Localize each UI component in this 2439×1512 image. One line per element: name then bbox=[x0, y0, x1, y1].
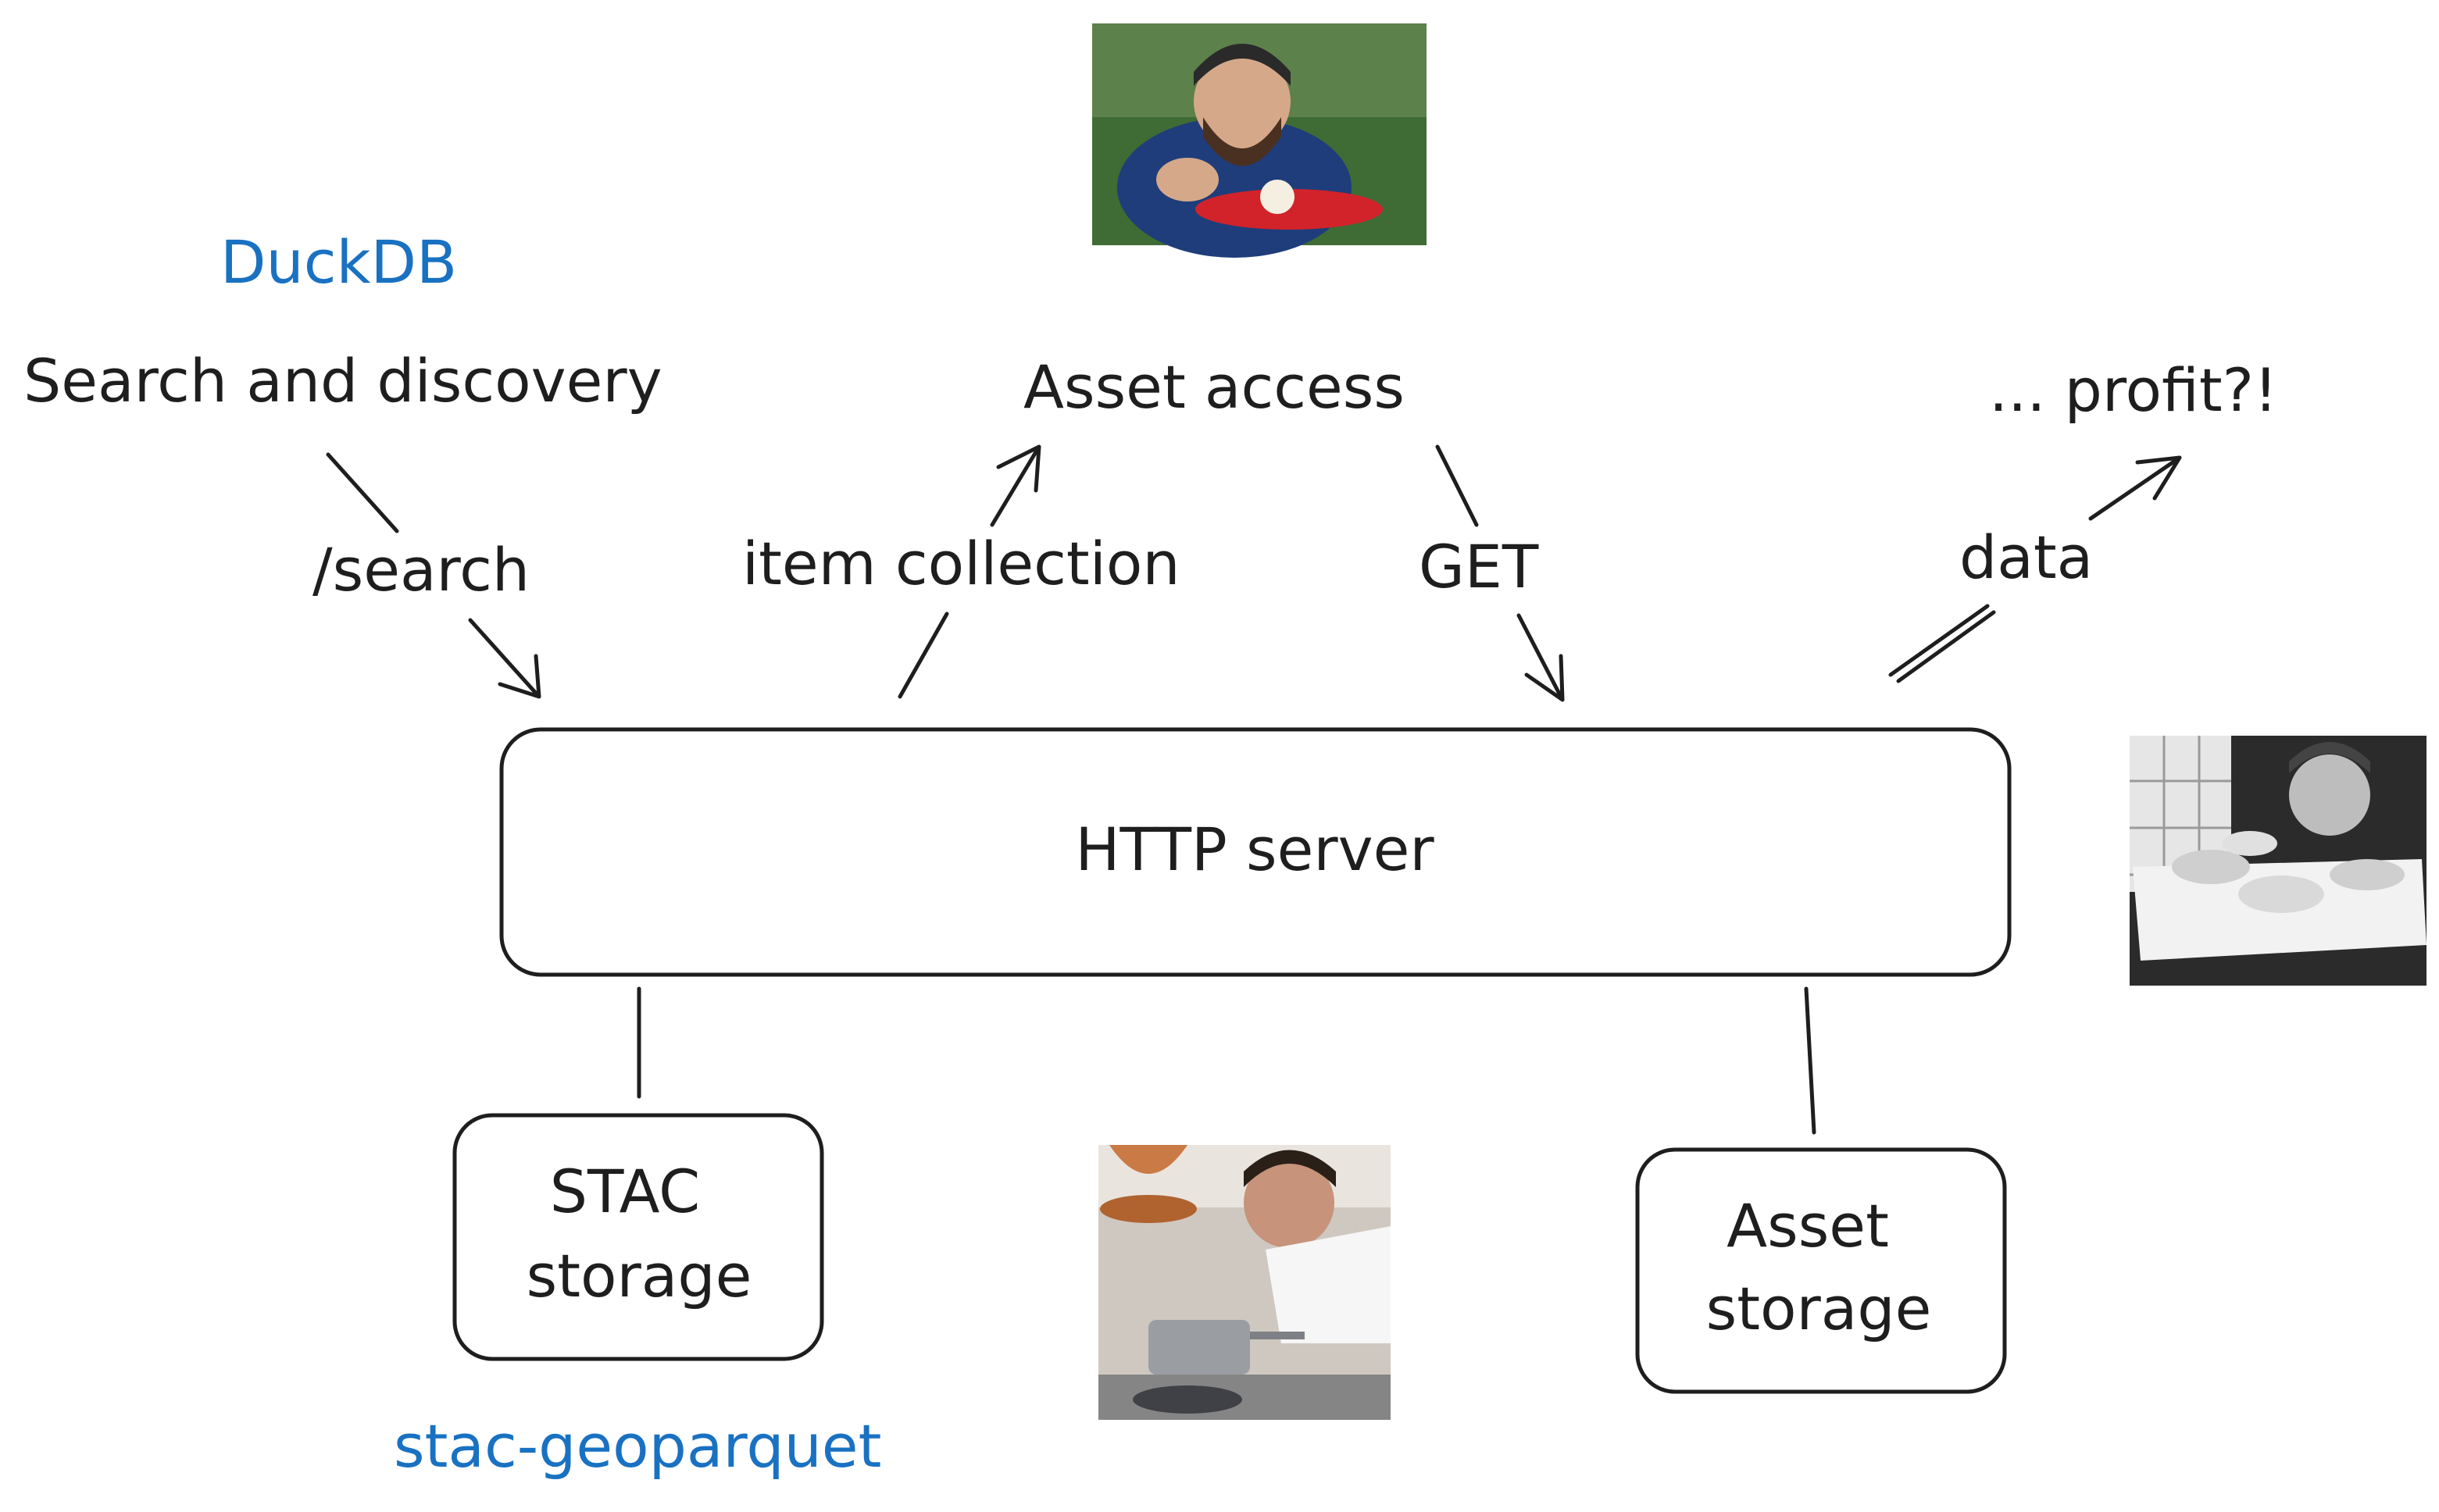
stac-storage-box bbox=[452, 1113, 824, 1361]
asset-storage-label-line2: storage bbox=[1706, 1274, 1932, 1343]
stac-storage-label-line1: STAC bbox=[550, 1157, 701, 1226]
stac-storage-label-line2: storage bbox=[527, 1241, 752, 1311]
arrow-item-upper bbox=[990, 444, 1041, 527]
photo-top bbox=[1092, 23, 1427, 258]
asset-storage-label-line1: Asset bbox=[1727, 1191, 1889, 1261]
stac-geoparquet-label: stac-geoparquet bbox=[394, 1411, 881, 1481]
http-server-box bbox=[499, 727, 2012, 977]
search-and-discovery-label: Search and discovery bbox=[23, 346, 662, 415]
asset-storage-box bbox=[1635, 1147, 2007, 1394]
profit-label: ... profit?! bbox=[1989, 355, 2277, 425]
arrow-data-upper bbox=[2088, 455, 2182, 521]
http-server-label: HTTP server bbox=[1075, 815, 1434, 884]
photo-bottom bbox=[1098, 1145, 1391, 1420]
photo-right bbox=[2130, 736, 2427, 986]
duckdb-label: DuckDB bbox=[220, 227, 457, 297]
arrow-get-upper bbox=[1435, 444, 1479, 527]
search-endpoint-label: /search bbox=[312, 535, 530, 604]
arrow-search-lower bbox=[468, 618, 541, 699]
data-label: data bbox=[1959, 522, 2093, 592]
asset-access-label: Asset access bbox=[1023, 352, 1405, 422]
arrow-item-lower bbox=[898, 612, 949, 699]
arrow-data-lower bbox=[1888, 604, 1996, 683]
item-collection-label: item collection bbox=[742, 529, 1180, 598]
arrow-search-upper bbox=[326, 452, 399, 533]
connector-asset-http bbox=[1804, 986, 1816, 1135]
arrow-get-lower bbox=[1516, 613, 1565, 702]
get-label: GET bbox=[1419, 532, 1539, 601]
